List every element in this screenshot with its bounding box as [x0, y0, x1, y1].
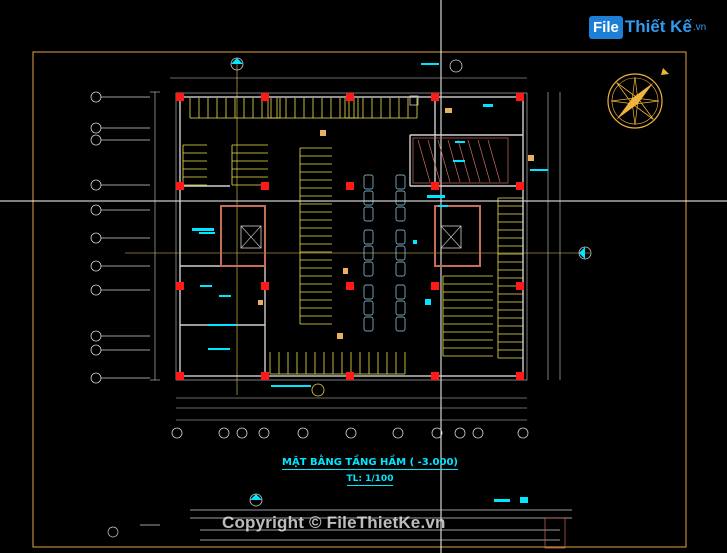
text-tags	[192, 63, 548, 503]
compass-rose-icon	[607, 68, 669, 129]
grid-bubble	[90, 344, 102, 356]
car	[363, 174, 374, 190]
column	[431, 372, 439, 380]
parked-cars	[363, 174, 406, 332]
car	[363, 190, 374, 206]
car	[363, 245, 374, 261]
grid-bubble	[90, 122, 102, 134]
grid-bubble	[297, 427, 309, 439]
column	[176, 93, 184, 101]
grid-bubble	[90, 232, 102, 244]
column	[346, 282, 354, 290]
parking-stalls	[182, 98, 523, 375]
grid-bubble	[345, 427, 357, 439]
annotation-figures	[258, 95, 534, 339]
grid-bubble	[90, 330, 102, 342]
column	[176, 372, 184, 380]
car	[363, 261, 374, 277]
grid-bubble	[90, 134, 102, 146]
structural-columns	[176, 93, 524, 380]
car	[363, 316, 374, 332]
grid-bubble	[218, 427, 230, 439]
grid-bubbles-bottom	[171, 427, 529, 439]
column	[516, 182, 524, 190]
grid-bubble	[90, 179, 102, 191]
grid-bubble	[90, 372, 102, 384]
filethietke-logo: File Thiết Kế .vn	[589, 12, 706, 42]
structural-cores	[220, 205, 481, 267]
column	[261, 93, 269, 101]
grid-bubble	[90, 204, 102, 216]
column	[431, 93, 439, 101]
car	[395, 300, 406, 316]
logo-file-box: File	[589, 15, 623, 39]
car	[395, 261, 406, 277]
car	[395, 284, 406, 300]
grid-bubble	[171, 427, 183, 439]
grid-axes	[125, 62, 590, 395]
column	[346, 93, 354, 101]
car	[395, 206, 406, 222]
grid-bubbles-left	[90, 91, 150, 384]
sheet-frame	[32, 51, 687, 548]
car	[395, 316, 406, 332]
car	[363, 229, 374, 245]
car	[395, 190, 406, 206]
car	[363, 300, 374, 316]
column	[261, 282, 269, 290]
car	[363, 284, 374, 300]
car	[395, 245, 406, 261]
column	[176, 282, 184, 290]
column	[346, 372, 354, 380]
car	[395, 229, 406, 245]
column	[261, 182, 269, 190]
car	[363, 206, 374, 222]
column	[431, 282, 439, 290]
north-arrow-icon	[661, 68, 669, 75]
copyright-watermark: Copyright © FileThietKe.vn	[222, 513, 446, 532]
column	[516, 372, 524, 380]
ramp	[412, 137, 509, 184]
car	[395, 174, 406, 190]
grid-bubble	[517, 427, 529, 439]
grid-bubble	[258, 427, 270, 439]
grid-bubble	[90, 260, 102, 272]
column	[516, 93, 524, 101]
dimension-lines	[150, 77, 561, 421]
logo-main-text: Thiết Kế	[624, 17, 692, 36]
section-markers	[230, 57, 592, 507]
column	[346, 182, 354, 190]
grid-bubble	[90, 284, 102, 296]
building-walls	[175, 92, 528, 381]
column	[261, 372, 269, 380]
elevation-strip	[107, 509, 572, 549]
grid-bubble	[431, 427, 443, 439]
grid-bubble	[236, 427, 248, 439]
grid-bubble	[472, 427, 484, 439]
column	[176, 182, 184, 190]
drawing-title: MẶT BẰNG TẦNG HẦM ( -3.000)	[282, 457, 458, 470]
column	[431, 182, 439, 190]
grid-bubble	[392, 427, 404, 439]
logo-domain: .vn	[692, 21, 707, 33]
grid-bubble	[454, 427, 466, 439]
column	[516, 282, 524, 290]
grid-bubble	[90, 91, 102, 103]
drawing-scale: TL: 1/100	[346, 474, 394, 486]
